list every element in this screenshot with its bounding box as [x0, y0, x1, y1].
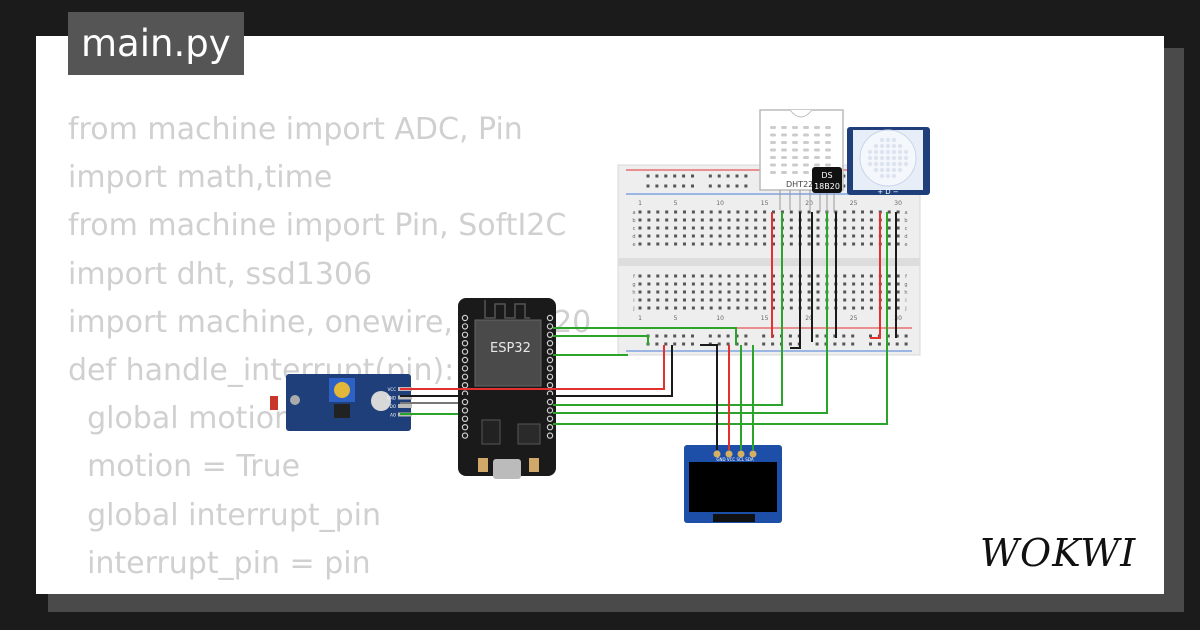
esp32-board[interactable]: ESP32: [458, 298, 556, 479]
ds18b20-label-1: DS: [821, 171, 832, 180]
file-tab-main-py[interactable]: main.py: [68, 12, 244, 75]
ds18b20-label-2: 18B20: [814, 182, 840, 191]
breadboard-row-label: g: [904, 282, 907, 288]
breadboard-row-label: d: [904, 234, 907, 240]
wires: [400, 212, 897, 450]
breadboard-row-label: f: [905, 274, 907, 280]
breadboard-row-label: i: [633, 298, 634, 304]
breadboard-row-label: c: [905, 226, 908, 232]
breadboard-column-label: 15: [761, 315, 769, 322]
breadboard-row-label: e: [632, 242, 635, 248]
breadboard-row-label: c: [633, 226, 636, 232]
oled-display[interactable]: GND VCC SCL SDA: [684, 445, 782, 523]
breadboard-column-label: 30: [894, 315, 902, 322]
wokwi-logo: WOKWI: [980, 531, 1136, 575]
breadboard-column-label: 20: [805, 200, 813, 207]
breadboard-column-label: 10: [716, 200, 724, 207]
breadboard-row-label: h: [904, 290, 907, 296]
breadboard-column-label: 5: [674, 200, 678, 207]
breadboard-column-label: 25: [850, 200, 858, 207]
breadboard-row-label: g: [632, 282, 635, 288]
breadboard-row-label: b: [904, 218, 907, 224]
ldr-sensor-module[interactable]: VCC GND DO AO: [270, 374, 412, 431]
ldr-pin-label: VCC: [388, 387, 397, 392]
breadboard-row-label: a: [632, 210, 635, 216]
dht22-label: DHT22: [786, 180, 813, 189]
breadboard-column-label: 1: [638, 200, 642, 207]
breadboard-row-label: j: [632, 306, 634, 312]
breadboard-row-label: e: [904, 242, 907, 248]
breadboard-row-label: j: [904, 306, 906, 312]
breadboard-row-label: d: [632, 234, 635, 240]
breadboard-column-label: 1: [638, 315, 642, 322]
breadboard-row-label: b: [632, 218, 635, 224]
breadboard-row-label: a: [904, 210, 907, 216]
wokwi-logo-text: WOKWI: [980, 531, 1136, 575]
breadboard-column-label: 20: [805, 315, 813, 322]
breadboard-column-label: 30: [894, 200, 902, 207]
esp32-label: ESP32: [490, 341, 531, 356]
ldr-pin-label: DO: [390, 404, 396, 409]
breadboard-row-label: f: [633, 274, 635, 280]
ds18b20-sensor[interactable]: DS 18B20: [812, 167, 842, 212]
ldr-pin-label: GND: [387, 396, 396, 401]
breadboard-column-label: 25: [850, 315, 858, 322]
breadboard-row-label: h: [632, 290, 635, 296]
oled-pin-labels: GND VCC SCL SDA: [716, 457, 753, 462]
pir-motion-sensor[interactable]: + D −: [847, 127, 930, 196]
breadboard-column-label: 10: [716, 315, 724, 322]
breadboard-row-label: i: [905, 298, 906, 304]
breadboard-column-label: 5: [674, 315, 678, 322]
breadboard-column-label: 15: [761, 200, 769, 207]
ldr-pin-label: AO: [390, 413, 396, 418]
pir-pin-labels: + D −: [877, 188, 899, 196]
